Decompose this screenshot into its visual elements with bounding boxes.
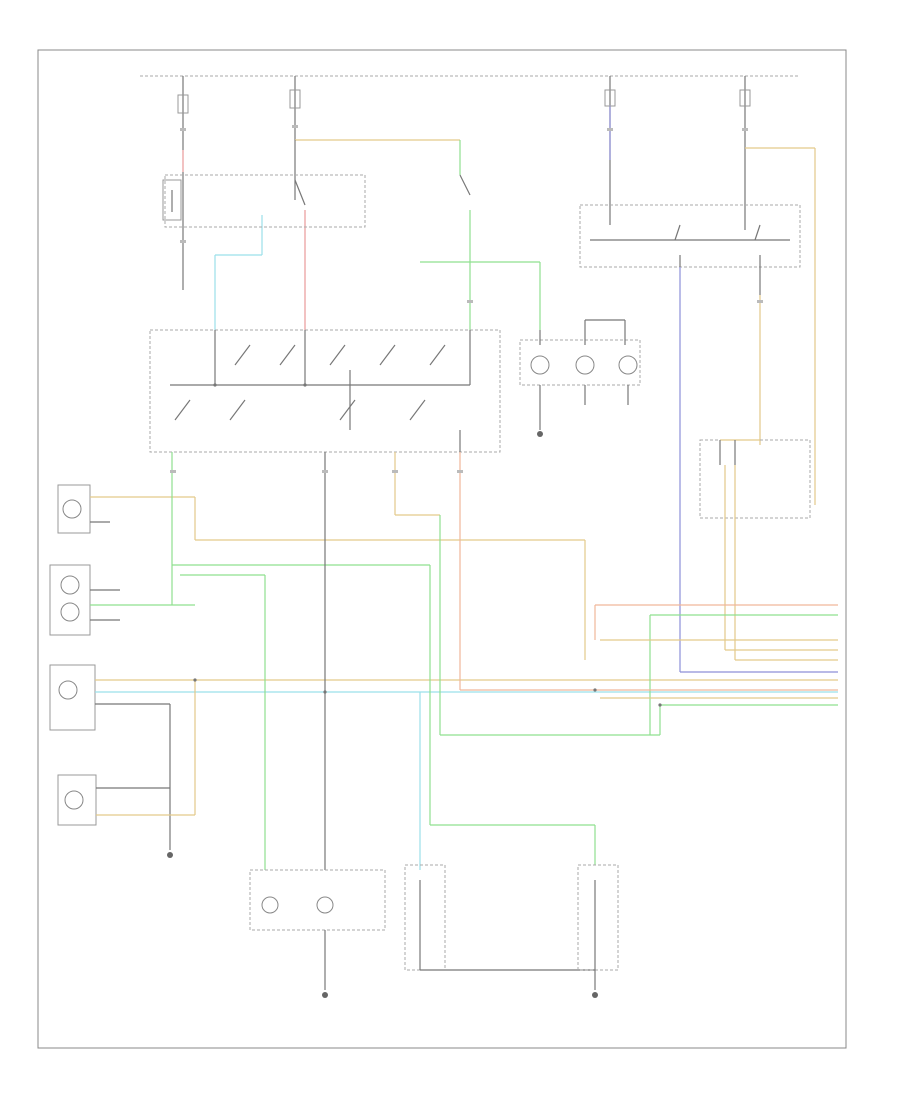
- module-internals: [590, 224, 790, 267]
- harness-lines: [171, 452, 838, 870]
- brake-switch: [420, 174, 541, 330]
- connector-markers: [170, 125, 763, 473]
- left-front-turn-lamp: [57, 484, 195, 534]
- right-rear-turn-lamp: [57, 680, 196, 858]
- fuse-center: [214, 76, 461, 330]
- diagram-frame: [37, 49, 847, 1049]
- trailer-diode: [699, 439, 811, 660]
- center-stop-lamps: [519, 319, 641, 437]
- right-front-turn-lamp: [49, 664, 838, 850]
- instrument-cluster: [249, 869, 386, 998]
- left-rear-turn-lamp: [49, 564, 195, 636]
- trailer-connector-right: [577, 864, 619, 998]
- multifunction-switch-box: [164, 174, 366, 228]
- fuse-right: [604, 76, 816, 505]
- trailer-connector-left: [404, 864, 595, 971]
- turn-hazard-switch: [149, 329, 501, 453]
- switch-contact-a: [294, 179, 306, 206]
- lighting-control-module: [579, 204, 801, 268]
- switch-internal-contacts: [170, 330, 471, 452]
- fuse-left: [162, 76, 189, 290]
